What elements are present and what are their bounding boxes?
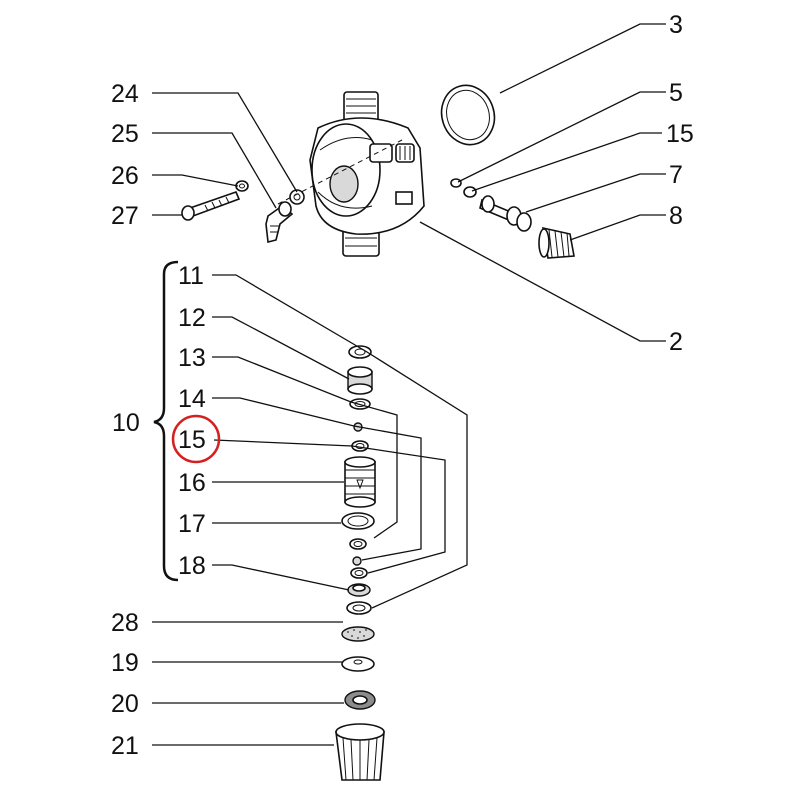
- pump-body-part-2: [309, 91, 425, 257]
- bushing-part-12: [347, 366, 373, 395]
- washer-part-15-top: [463, 186, 477, 198]
- callout-19: 19: [111, 649, 139, 677]
- screw-part-27: [181, 190, 241, 221]
- callout-3: 3: [669, 11, 683, 39]
- elbow-fitting-part-25: [265, 201, 294, 243]
- callout-17: 17: [178, 510, 206, 538]
- callout-24: 24: [111, 80, 139, 108]
- highlight-circle: [171, 414, 221, 464]
- callout-2: 2: [669, 328, 683, 356]
- group-bracket: [153, 260, 179, 582]
- callout-26: 26: [111, 162, 139, 190]
- callout-25: 25: [111, 120, 139, 148]
- o-ring-part-3: [440, 84, 496, 146]
- knob-part-8: [538, 226, 575, 259]
- callout-11: 11: [178, 262, 204, 290]
- cap-part-19: [341, 656, 375, 672]
- o-ring-part-17: [341, 512, 375, 530]
- callout-labels: 3 24 5 25 15 26 7 27 8 11 12 2 13 14 10 …: [111, 11, 694, 760]
- seal-part-5: [450, 178, 462, 188]
- callout-7: 7: [669, 161, 683, 189]
- seal-part-15-stack: [351, 440, 369, 452]
- callout-15-top: 15: [666, 120, 694, 148]
- callout-14: 14: [178, 385, 206, 413]
- ball-small: [352, 556, 362, 566]
- callout-20: 20: [111, 690, 139, 718]
- cartridge-part-16: [344, 456, 376, 508]
- valve-stem-part-7: [479, 195, 532, 232]
- o-ring-small: [349, 538, 367, 550]
- callout-21: 21: [111, 732, 139, 760]
- callout-13: 13: [178, 344, 206, 372]
- seal-small: [350, 567, 368, 579]
- callout-16: 16: [178, 469, 206, 497]
- callout-8: 8: [669, 202, 683, 230]
- leader-lines: [152, 23, 666, 746]
- callout-18: 18: [178, 552, 206, 580]
- callout-5: 5: [669, 79, 683, 107]
- washer-part-24: [289, 189, 305, 205]
- washer-part-11: [348, 345, 372, 359]
- callout-28: 28: [111, 609, 139, 637]
- strainer-part-28: [341, 626, 375, 642]
- callout-15-highlighted: 15: [178, 426, 206, 454]
- seat-part-18: [347, 583, 371, 597]
- callout-12: 12: [178, 304, 206, 332]
- callout-10: 10: [112, 409, 140, 437]
- seal-ring-part-20: [344, 690, 376, 710]
- callout-27: 27: [111, 202, 139, 230]
- washer-lower: [346, 601, 372, 615]
- nut-part-21: [335, 723, 385, 781]
